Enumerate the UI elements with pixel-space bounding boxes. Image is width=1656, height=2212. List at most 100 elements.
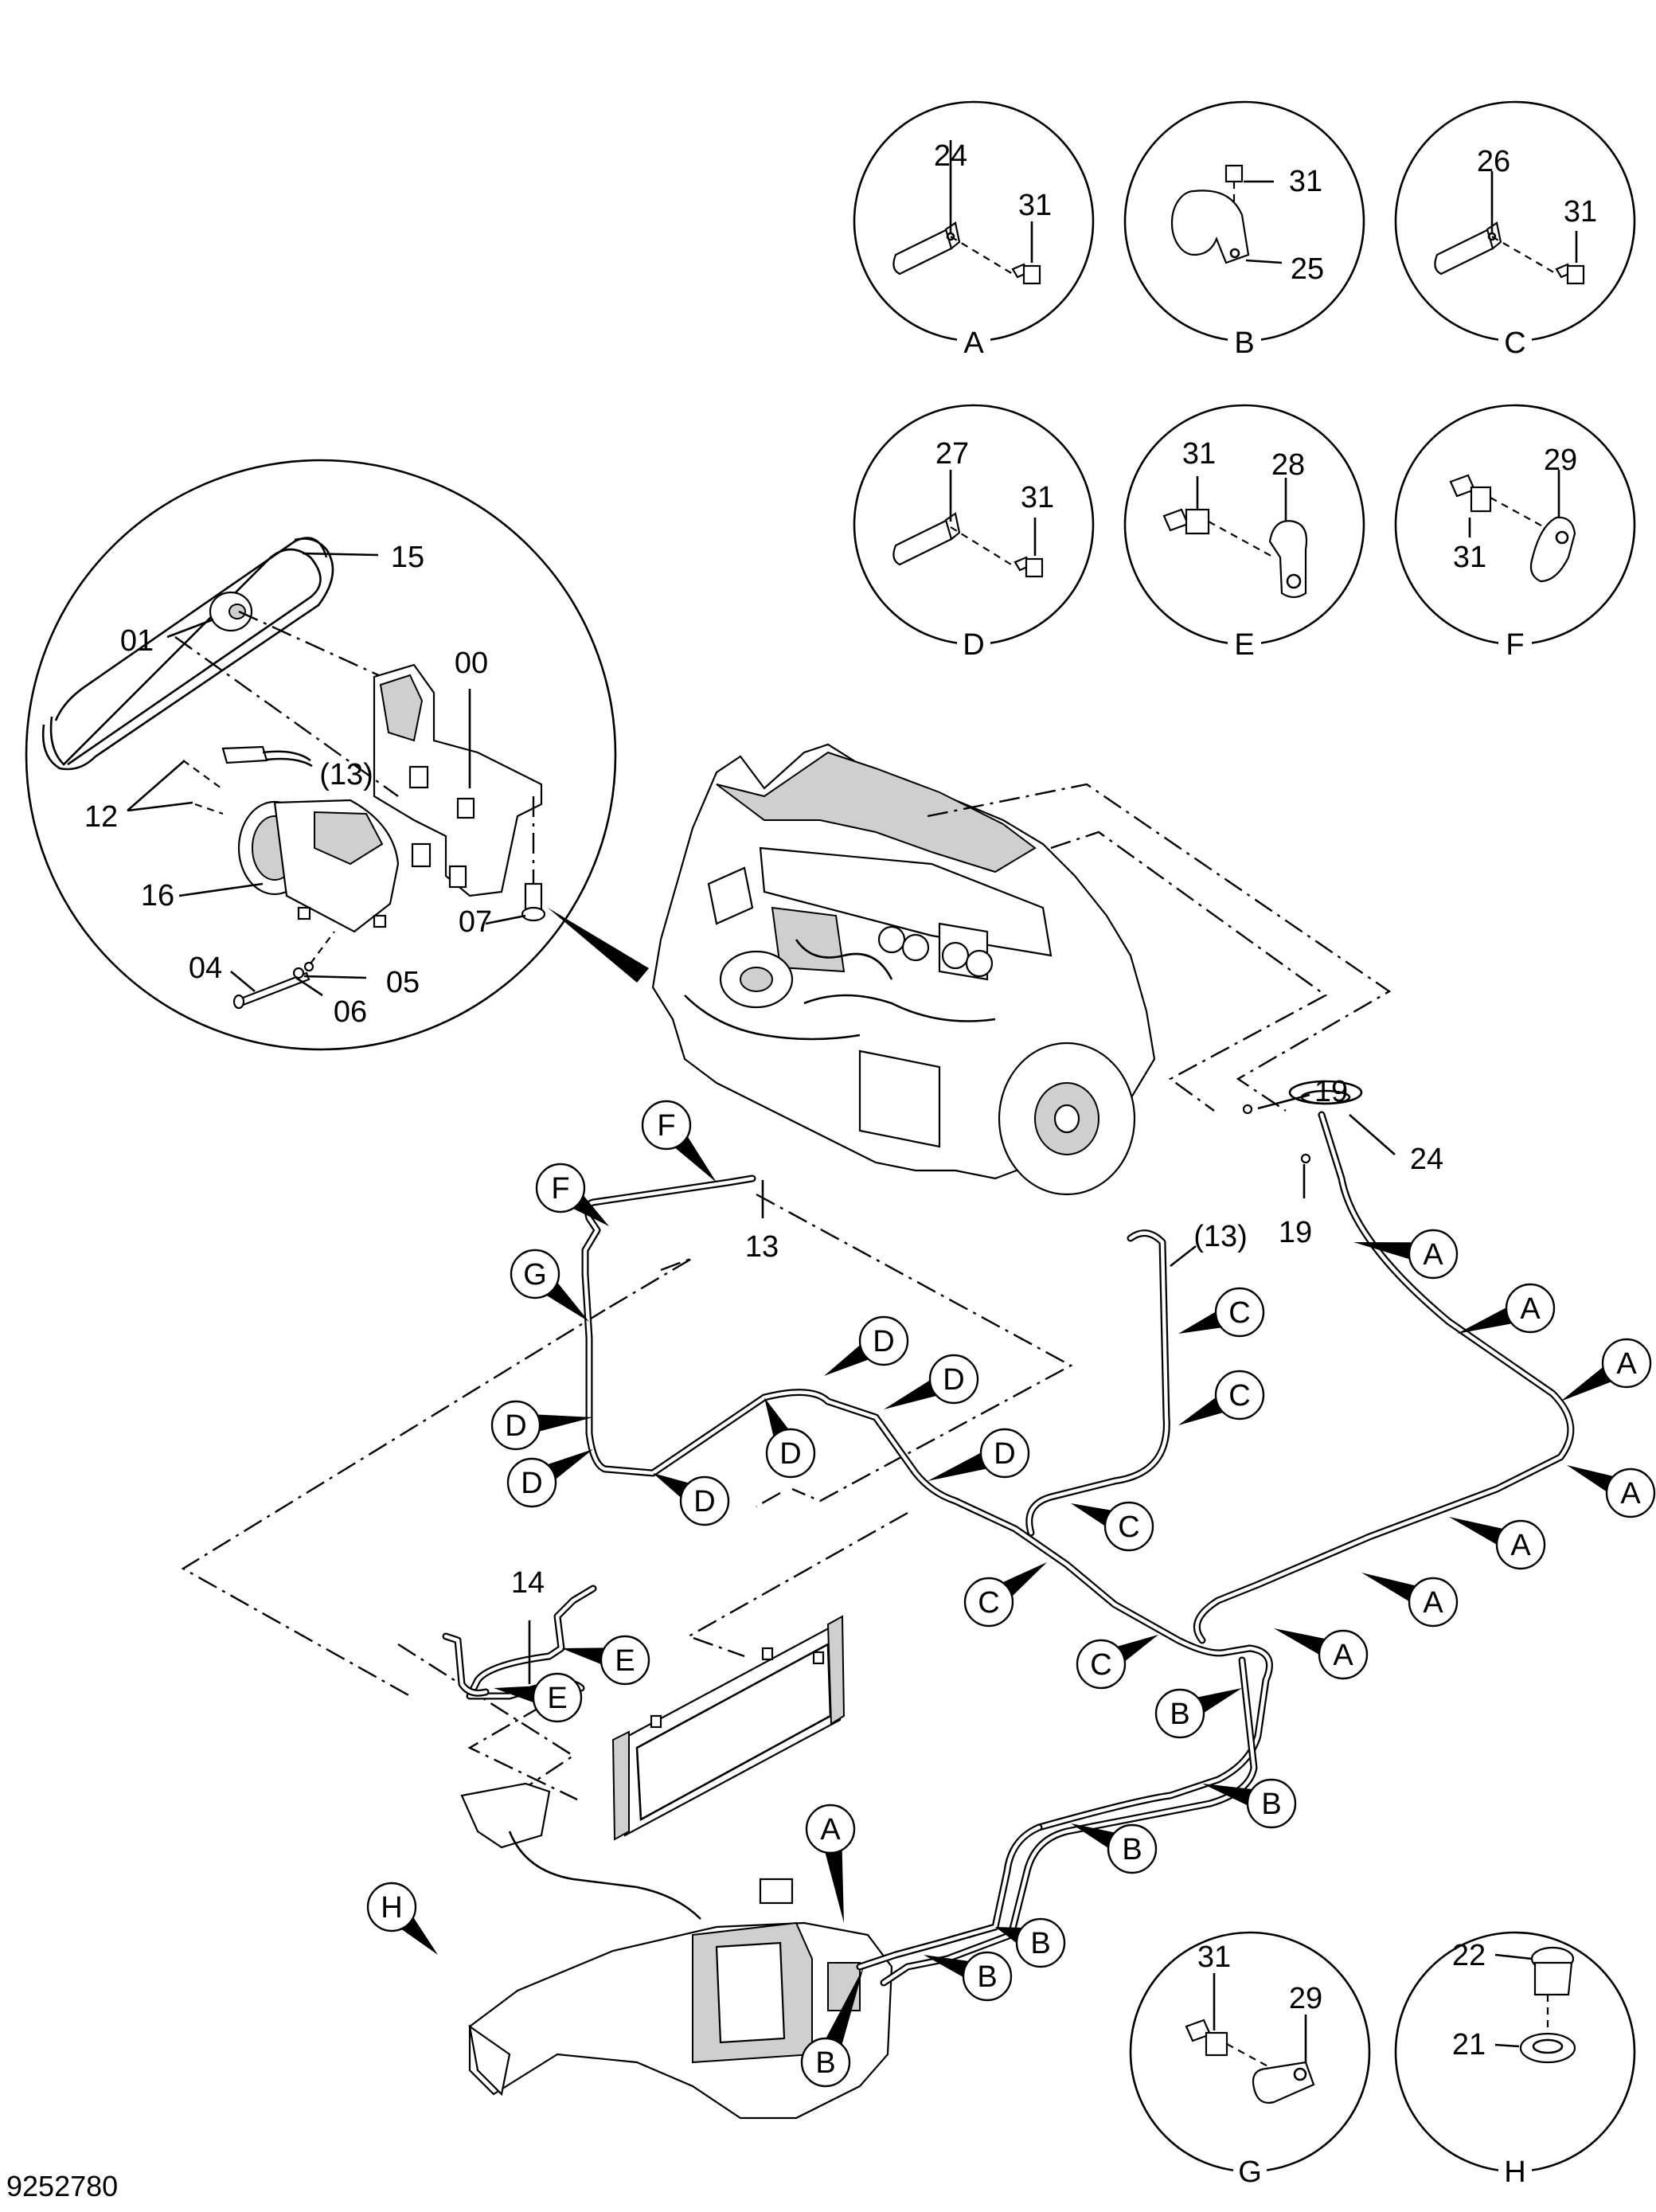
detail-e-caption: E — [1234, 628, 1254, 662]
callout-arrow — [535, 1414, 593, 1432]
callout-bubble — [1495, 1519, 1546, 1570]
clip-callout-a: A — [1560, 1338, 1652, 1401]
detail-f-part-1: 29 — [1544, 444, 1577, 477]
detail-b-caption: B — [1234, 326, 1254, 360]
callout-bubble — [535, 1163, 586, 1213]
callout-arrow — [1353, 1242, 1414, 1260]
callout-bubble — [800, 2037, 851, 2088]
detail-a-part-2: 31 — [1018, 189, 1052, 222]
callout-arrow — [825, 1967, 864, 2046]
callout-arrow — [1560, 1366, 1613, 1401]
compressor-detail: 15 01 00 (13) 12 16 07 04 05 06 — [25, 459, 649, 1051]
clip-callout-a: A — [805, 1804, 856, 1923]
refrigerant-hoses — [442, 1080, 1575, 1987]
callout-letter: D — [521, 1467, 542, 1500]
callout-arrow — [928, 1452, 989, 1481]
callout-bubble — [641, 1100, 692, 1151]
callout-arrow — [1567, 1465, 1615, 1493]
callout-arrow — [824, 1848, 844, 1923]
callout-letter: A — [1620, 1477, 1641, 1510]
detail-g-part-1: 31 — [1197, 1940, 1231, 1974]
callout-bubble — [1505, 1283, 1556, 1334]
compressor-label-8: 04 — [189, 952, 222, 985]
callout-arrow — [673, 1135, 717, 1182]
callout-arrow — [1274, 1628, 1327, 1656]
callout-bubble — [366, 1882, 417, 1933]
detail-c-part-2: 31 — [1564, 195, 1597, 229]
detail-c-caption: C — [1504, 326, 1525, 360]
detail-c-part-1: 26 — [1477, 145, 1510, 178]
callout-bubble — [963, 1577, 1014, 1628]
assembly-label-2: 24 — [1410, 1143, 1443, 1176]
callout-arrow — [1178, 1311, 1224, 1334]
callout-letter: B — [977, 1960, 997, 1994]
assembly-label-4: 13 — [745, 1230, 779, 1264]
callout-bubble — [1601, 1338, 1652, 1389]
detail-d-part-1: 27 — [935, 437, 969, 471]
callout-arrow — [1361, 1573, 1418, 1603]
callout-letter: F — [551, 1172, 569, 1206]
callout-letter: D — [693, 1485, 715, 1518]
clip-callout-d: D — [884, 1354, 979, 1409]
clip-callout-d: D — [824, 1315, 909, 1376]
clip-callout-a: A — [1457, 1283, 1556, 1334]
callout-bubble — [1103, 1501, 1154, 1552]
callout-letter: A — [1333, 1639, 1353, 1672]
callout-arrow — [884, 1379, 939, 1409]
callout-bubble — [858, 1315, 909, 1366]
callout-bubble — [1076, 1639, 1127, 1690]
clip-callout-b: B — [1202, 1778, 1297, 1829]
callout-letter: C — [1228, 1379, 1250, 1413]
clip-callout-c: C — [1178, 1370, 1265, 1425]
detail-h-part-1: 22 — [1452, 1939, 1486, 1972]
callout-arrow — [1449, 1517, 1505, 1546]
clip-callout-d: D — [928, 1428, 1030, 1481]
callout-letter: C — [1228, 1296, 1250, 1330]
clip-callout-b: B — [1154, 1688, 1242, 1739]
callout-letter: D — [994, 1437, 1015, 1471]
compressor-label-3: 00 — [455, 647, 488, 680]
detail-h: H 22 21 — [1394, 1931, 1636, 2189]
detail-c: C 26 31 — [1394, 100, 1636, 360]
callout-letter: B — [1170, 1698, 1189, 1731]
compressor-label-2: 01 — [120, 624, 154, 658]
compressor-label-1: 15 — [391, 541, 424, 574]
callout-bubble — [490, 1400, 541, 1451]
callout-bubble — [1214, 1287, 1265, 1338]
callout-letter: A — [1423, 1238, 1443, 1272]
clip-callout-a: A — [1274, 1628, 1369, 1680]
detail-b-part-2: 25 — [1291, 252, 1324, 286]
clip-callout-b: B — [1071, 1823, 1158, 1874]
detail-d-part-2: 31 — [1021, 481, 1054, 514]
callout-arrow — [545, 1280, 589, 1322]
clip-callout-c: C — [1071, 1501, 1154, 1552]
clip-callout-e: E — [561, 1635, 650, 1686]
callout-bubble — [510, 1249, 560, 1299]
callout-bubble — [1154, 1688, 1205, 1739]
callout-letter: H — [381, 1891, 402, 1925]
detail-e: E 31 28 — [1123, 404, 1365, 662]
callout-arrow — [653, 1473, 691, 1499]
callout-letter: B — [1030, 1927, 1050, 1960]
callout-bubble — [1408, 1577, 1459, 1628]
callout-letter: A — [1510, 1529, 1531, 1562]
detail-b-part-1: 31 — [1289, 165, 1322, 198]
detail-h-caption: H — [1504, 2155, 1525, 2189]
clip-callout-a: A — [1361, 1573, 1459, 1628]
assembly-guide-lines — [181, 783, 1392, 1801]
callout-arrow — [1001, 1562, 1047, 1598]
clip-callout-a: A — [1567, 1465, 1656, 1518]
clip-callout-g: G — [510, 1249, 589, 1322]
clip-callout-d: D — [506, 1449, 593, 1508]
callout-bubble — [1605, 1468, 1656, 1518]
compressor-label-7: 07 — [459, 905, 492, 939]
callout-bubble — [506, 1457, 557, 1508]
condenser — [611, 1615, 846, 1841]
detail-f-caption: F — [1506, 628, 1524, 662]
callout-bubble — [600, 1635, 650, 1686]
callout-letter: A — [1520, 1292, 1541, 1326]
callout-letter: A — [820, 1813, 841, 1847]
assembly-labels: 19 24 19 13 (13) 14 — [511, 1075, 1443, 1684]
